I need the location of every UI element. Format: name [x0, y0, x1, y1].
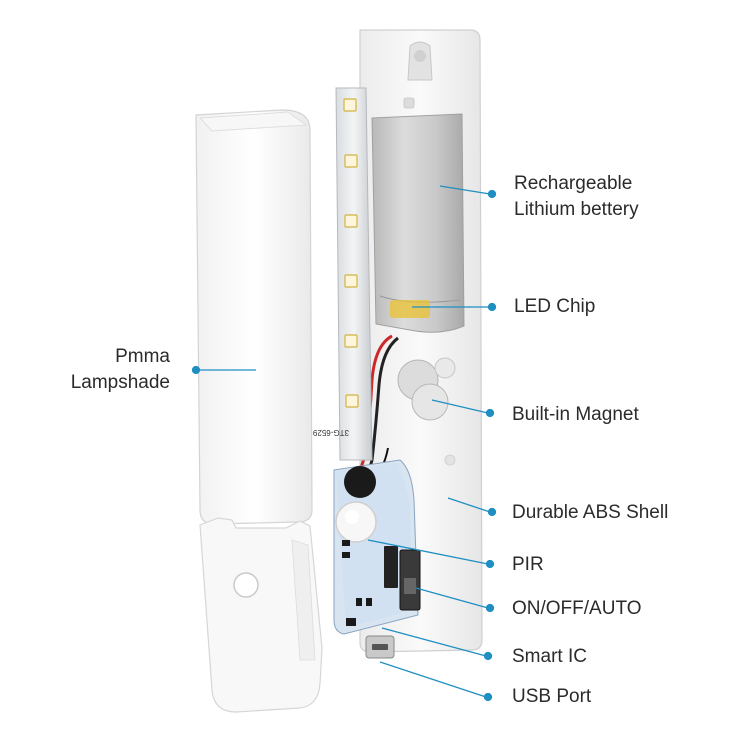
callout-lines: [191, 185, 497, 702]
control-pcb: [333, 459, 421, 659]
lampshade-label-line1: Pmma: [115, 346, 170, 367]
pcb-marking: 3TG-6529: [312, 428, 349, 437]
lampshade-label: Pmma Lampshade: [60, 344, 170, 396]
led-chip-label: LED Chip: [514, 296, 596, 317]
battery-label-line1: Rechargeable: [514, 173, 633, 194]
lithium-battery: [371, 113, 465, 333]
magnet-label: Built-in Magnet: [512, 404, 639, 425]
lampshade-label-line2: Lampshade: [70, 372, 170, 393]
usb-port-label: USB Port: [512, 686, 592, 707]
smart-ic-label: Smart IC: [512, 646, 587, 667]
battery-label-line2: Lithium bettery: [514, 199, 639, 220]
led-chips: [343, 98, 359, 408]
battery-label: Rechargeable Lithium bettery: [514, 171, 639, 223]
magnet: [397, 357, 456, 421]
pmma-lampshade: [195, 109, 313, 525]
led-strip: 3TG-6529: [312, 87, 373, 461]
pir-label: PIR: [512, 554, 544, 575]
shell-label: Durable ABS Shell: [512, 502, 669, 523]
switch-label: ON/OFF/AUTO: [512, 598, 642, 619]
lampshade-end-cap: [199, 517, 323, 713]
